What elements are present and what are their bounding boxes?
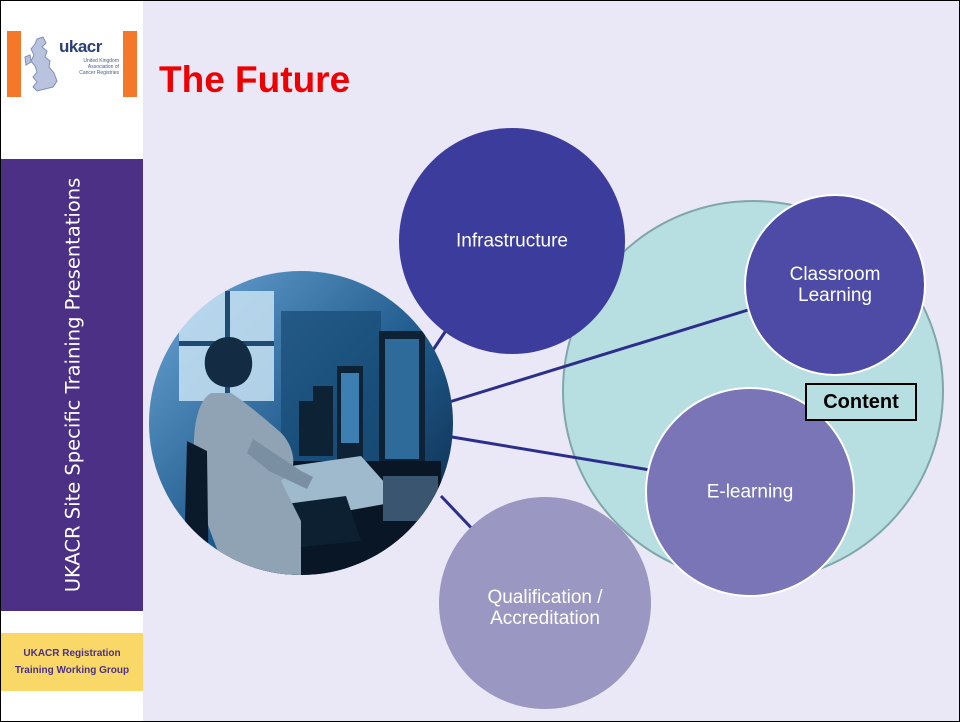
working-group-line: Training Working Group: [14, 665, 130, 676]
content-label: Content: [805, 383, 917, 421]
logo-subtitle-line: Cancer Registries: [79, 70, 119, 76]
elearning-label: E-learning: [706, 481, 794, 503]
classroom-label-line: Learning: [798, 285, 872, 306]
slide-title: The Future: [159, 59, 351, 100]
working-group-label: UKACR Registration Training Working Grou…: [1, 645, 143, 679]
classroom-circle: [744, 194, 926, 376]
logo-wordmark: ukacr: [59, 37, 102, 56]
working-group-badge: UKACR Registration Training Working Grou…: [1, 633, 143, 691]
working-group-line: UKACR Registration: [23, 648, 121, 659]
connector-classroom: [445, 304, 762, 405]
sidebar-band: [1, 159, 143, 611]
person-at-computer-photo: [149, 271, 453, 575]
infrastructure-label: Infrastructure: [456, 230, 568, 252]
infrastructure-circle: [399, 128, 625, 354]
logo-subtitle-line: Association of: [87, 64, 119, 70]
qualification-label-line: Accreditation: [490, 608, 600, 629]
qualification-circle: [439, 497, 651, 709]
qualification-label: Qualification / Accreditation: [487, 587, 602, 629]
logo-bar-left: [7, 31, 21, 97]
classroom-label-line: Classroom: [789, 264, 881, 285]
logo-panel: ukacr United Kingdom Association of Canc…: [21, 31, 123, 97]
connector-elearning: [445, 434, 657, 473]
logo-bar-right: [123, 31, 137, 97]
qualification-label-line: Qualification /: [487, 587, 603, 608]
uk-map-icon: [24, 36, 58, 92]
logo-subtitle-line: United Kingdom: [83, 58, 119, 64]
elearning-circle: [645, 387, 855, 597]
sidebar: ukacr United Kingdom Association of Canc…: [1, 1, 143, 721]
ukacr-logo: ukacr United Kingdom Association of Canc…: [7, 31, 137, 97]
logo-subtitle: United Kingdom Association of Cancer Reg…: [77, 58, 119, 76]
classroom-label: Classroom Learning: [790, 264, 881, 306]
